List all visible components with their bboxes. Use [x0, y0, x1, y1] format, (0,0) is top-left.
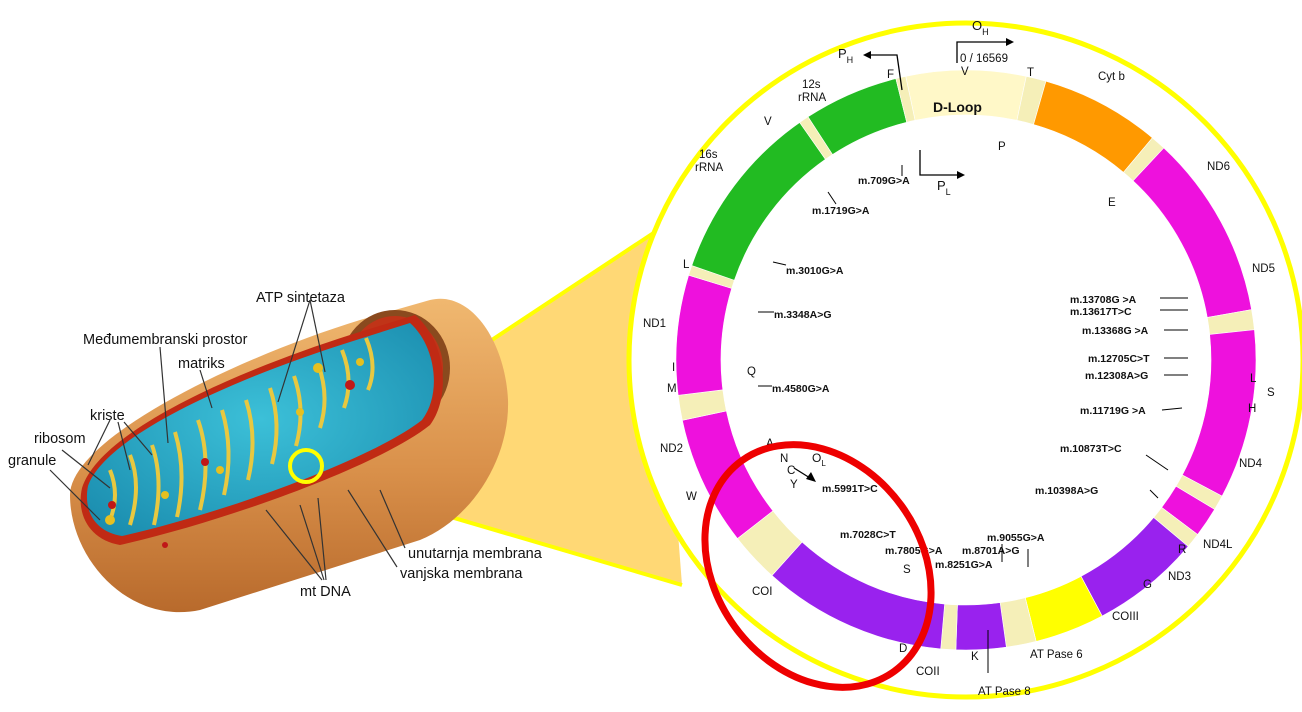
trna-g: G: [1143, 579, 1152, 591]
trna-h: H: [1248, 403, 1256, 415]
mutation-8701: m.8701A>G: [962, 545, 1020, 557]
mutation-1719: m.1719G>A: [812, 205, 870, 217]
mutation-13368: m.13368G >A: [1082, 325, 1149, 337]
trna-e: E: [1108, 197, 1116, 209]
origin-coordinate: 0 / 16569: [960, 53, 1008, 65]
mtdna-label: mt DNA: [300, 584, 351, 600]
trna-i: I: [672, 362, 675, 374]
granule-label: granule: [8, 453, 56, 469]
cytb-label: Cyt b: [1098, 71, 1125, 83]
trna-l1: L: [683, 259, 690, 271]
inner-membrane-label: unutarnja membrana: [408, 546, 543, 562]
nd4l-label: ND4L: [1203, 539, 1233, 551]
trna-d: D: [899, 643, 907, 655]
trna-k: K: [971, 651, 979, 663]
atp-synthase-label: ATP sintetaza: [256, 290, 346, 306]
nd5-label: ND5: [1252, 263, 1275, 275]
mtdna-map: [629, 23, 1302, 697]
trna-t: T: [1027, 67, 1034, 79]
atp8-label: AT Pase 8: [978, 686, 1031, 698]
trna-c: C: [787, 465, 795, 477]
mutation-9055: m.9055G>A: [987, 532, 1045, 544]
mutation-11719: m.11719G >A: [1080, 405, 1146, 417]
rrna16-label-2: rRNA: [695, 162, 723, 174]
trna-m: M: [667, 383, 677, 395]
coii-label: COII: [916, 666, 940, 678]
rrna12-label-1: 12s: [802, 79, 821, 91]
nd6-label: ND6: [1207, 161, 1230, 173]
trna-p: P: [998, 141, 1006, 153]
trna-s: S: [903, 564, 911, 576]
ribosome-label: ribosom: [34, 431, 86, 447]
trna-v-top: V: [961, 66, 969, 78]
outer-membrane-label: vanjska membrana: [400, 566, 523, 582]
mutation-10873: m.10873T>C: [1060, 443, 1122, 455]
mutation-10398: m.10398A>G: [1035, 485, 1098, 497]
rrna12-label-2: rRNA: [798, 92, 826, 104]
trna-v: V: [764, 116, 772, 128]
mutation-12308: m.12308A>G: [1085, 370, 1148, 382]
trna-q: Q: [747, 366, 756, 378]
segment-coii: [956, 603, 1006, 650]
mutation-12705: m.12705C>T: [1088, 353, 1150, 365]
mutation-8251: m.8251G>A: [935, 559, 993, 571]
coiii-label: COIII: [1112, 611, 1139, 623]
trna-s2: S: [1267, 387, 1275, 399]
cristae-label: kriste: [90, 408, 125, 424]
mutation-7028: m.7028C>T: [840, 529, 896, 541]
trna-y: Y: [790, 479, 798, 491]
trna-l2: L: [1250, 373, 1257, 385]
mutation-13617: m.13617T>C: [1070, 306, 1132, 318]
nd3-label: ND3: [1168, 571, 1191, 583]
mutation-4580: m.4580G>A: [772, 383, 830, 395]
trna-r: R: [1178, 544, 1186, 556]
map-halo: [629, 23, 1302, 697]
mutation-3010: m.3010G>A: [786, 265, 844, 277]
intermembrane-space-label: Međumembranski prostor: [83, 332, 248, 348]
coi-label: COI: [752, 586, 772, 598]
mutation-709: m.709G>A: [858, 175, 910, 187]
matrix-label: matriks: [178, 356, 225, 372]
trna-w: W: [686, 491, 697, 503]
mutation-3348: m.3348A>G: [774, 309, 832, 321]
rrna16-label-1: 16s: [699, 149, 718, 161]
trna-n: N: [780, 453, 788, 465]
mutation-5991: m.5991T>C: [822, 483, 878, 495]
dloop-label: D-Loop: [933, 99, 982, 115]
atp6-label: AT Pase 6: [1030, 649, 1083, 661]
nd2-label: ND2: [660, 443, 683, 455]
mutation-7805: m.7805G>A: [885, 545, 943, 557]
trna-f: F: [887, 69, 894, 81]
nd4-label: ND4: [1239, 458, 1263, 470]
nd1-label: ND1: [643, 318, 666, 330]
mutation-13708: m.13708G >A: [1070, 294, 1137, 306]
